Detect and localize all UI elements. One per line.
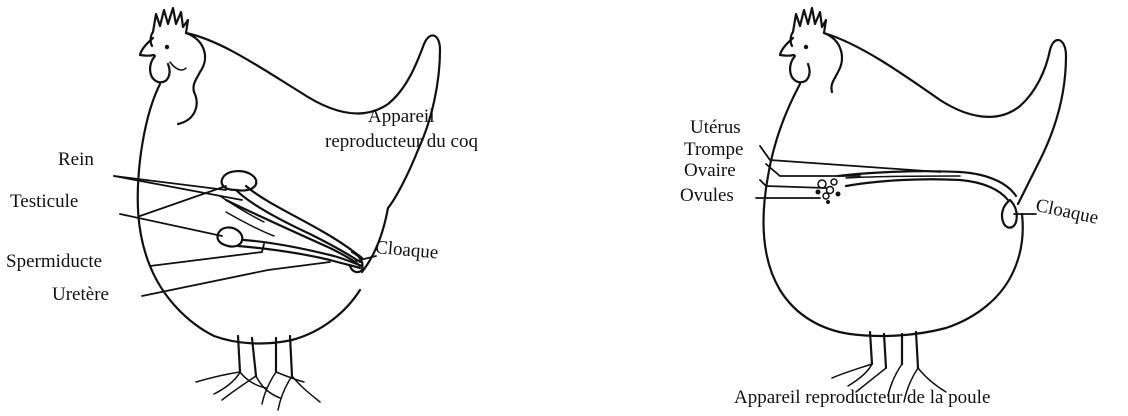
label-trompe: Trompe	[684, 140, 743, 159]
rooster-kidney	[222, 171, 257, 190]
label-ovules: Ovules	[680, 186, 734, 205]
rooster-comb	[153, 8, 188, 33]
hen-comb	[793, 8, 826, 33]
hen-caption: Appareil reproducteur de la poule	[734, 387, 990, 409]
hen-figure	[764, 8, 1066, 402]
hen-wattle	[790, 56, 809, 82]
leader-ovaire	[760, 180, 826, 188]
leader-uretere	[142, 262, 330, 296]
leader-uterus	[760, 146, 940, 172]
rooster-leaders	[114, 176, 376, 296]
hen-head	[824, 33, 842, 92]
hen-ovary	[816, 179, 841, 204]
label-testicule: Testicule	[10, 192, 78, 211]
leader-testicule	[120, 214, 222, 236]
label-rein: Rein	[58, 150, 94, 169]
hen-eye	[804, 45, 808, 49]
rooster-title-line1: Appareil	[368, 107, 434, 126]
rooster-feet	[196, 372, 320, 410]
rooster-ducts	[226, 186, 362, 268]
hen-legs	[870, 332, 918, 368]
rooster-eye	[165, 45, 169, 49]
label-uretere: Uretère	[52, 285, 109, 304]
label-ovaire: Ovaire	[684, 161, 736, 180]
rooster-testicle	[217, 227, 242, 246]
rooster-title-line2: reproducteur du coq	[325, 132, 478, 151]
rooster-head	[178, 33, 205, 124]
leader-rein	[114, 176, 226, 190]
label-cloaque-male: Cloaque	[374, 238, 439, 262]
rooster-wattle	[150, 56, 169, 82]
label-spermiducte: Spermiducte	[6, 252, 102, 271]
hen-breast	[764, 84, 1023, 336]
rooster-figure	[138, 8, 440, 410]
label-uterus: Utérus	[690, 118, 741, 137]
